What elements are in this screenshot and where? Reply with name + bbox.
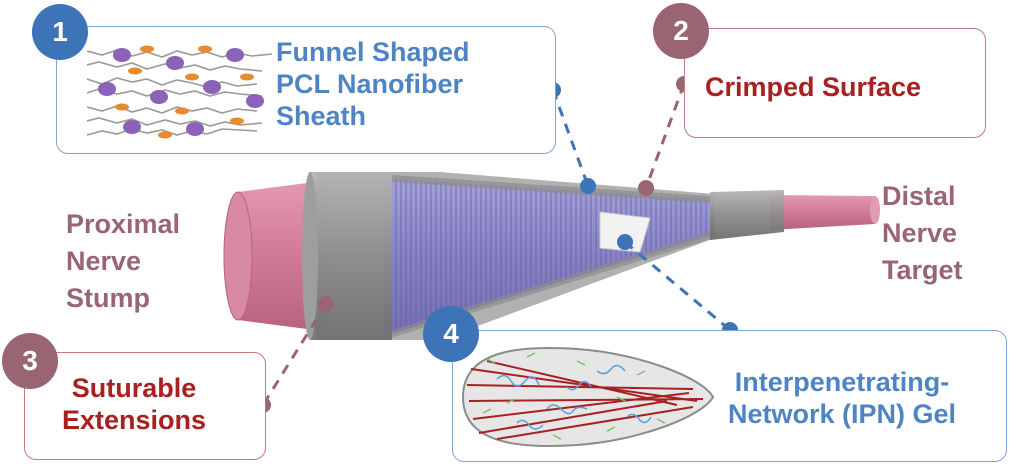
leader-line-2: [638, 76, 692, 196]
distal-nerve: [770, 195, 880, 230]
leader-line-1: [545, 82, 596, 194]
suturable-extension-proximal: [302, 172, 392, 340]
suturable-extension-distal: [710, 190, 784, 240]
gel-window: [599, 211, 651, 253]
